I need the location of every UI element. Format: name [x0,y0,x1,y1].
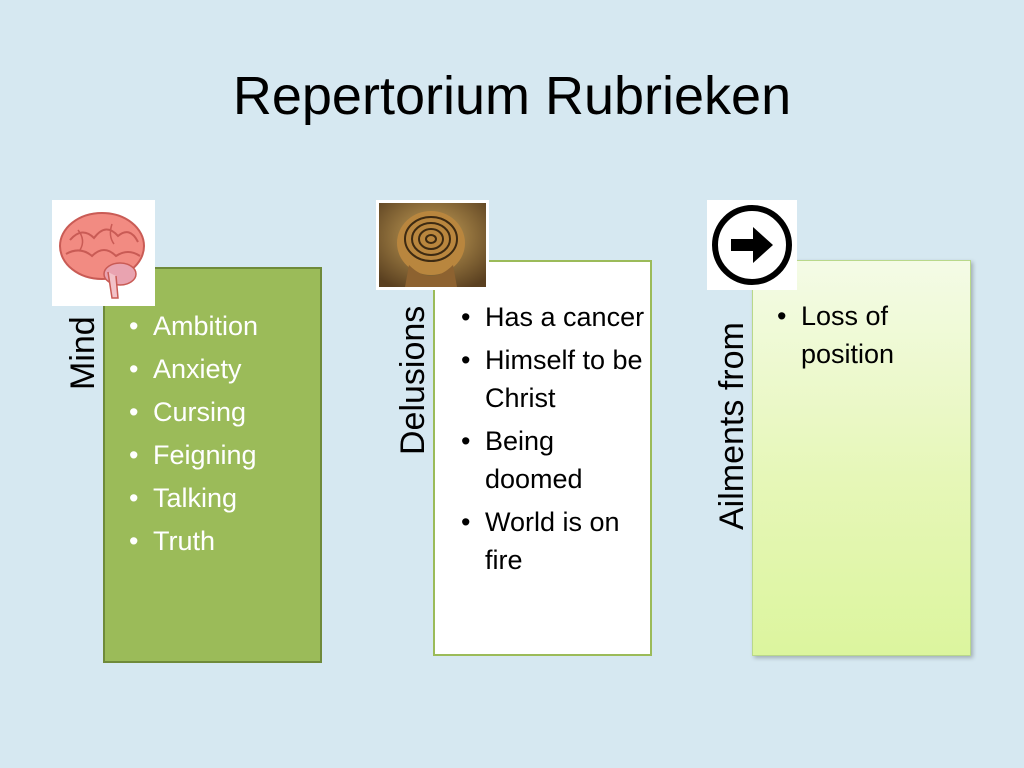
list-item: Feigning [129,436,319,474]
list-item: World is on fire [461,503,646,579]
list-item: Truth [129,522,319,560]
list-item: Anxiety [129,350,319,388]
arrow-right-circle-icon [707,200,797,290]
list-item: Talking [129,479,319,517]
delusions-list: Has a cancer Himself to be Christ Being … [461,298,646,584]
maze-head-icon [376,200,489,290]
list-item: Himself to be Christ [461,341,646,417]
list-item: Cursing [129,393,319,431]
list-item: Loss of position [777,297,962,373]
slide-title: Repertorium Rubrieken [232,66,792,126]
list-item: Being doomed [461,422,646,498]
list-item: Has a cancer [461,298,646,336]
ailments-card: Loss of position [752,260,971,656]
delusions-card: Has a cancer Himself to be Christ Being … [433,260,652,656]
list-item: Ambition [129,307,319,345]
mind-card: Ambition Anxiety Cursing Feigning Talkin… [103,267,322,663]
mind-list: Ambition Anxiety Cursing Feigning Talkin… [129,307,319,565]
brain-icon [52,200,155,306]
ailments-list: Loss of position [777,297,962,378]
mind-label: Mind [64,316,102,390]
ailments-label: Ailments from [713,322,751,530]
delusions-label: Delusions [394,305,432,455]
